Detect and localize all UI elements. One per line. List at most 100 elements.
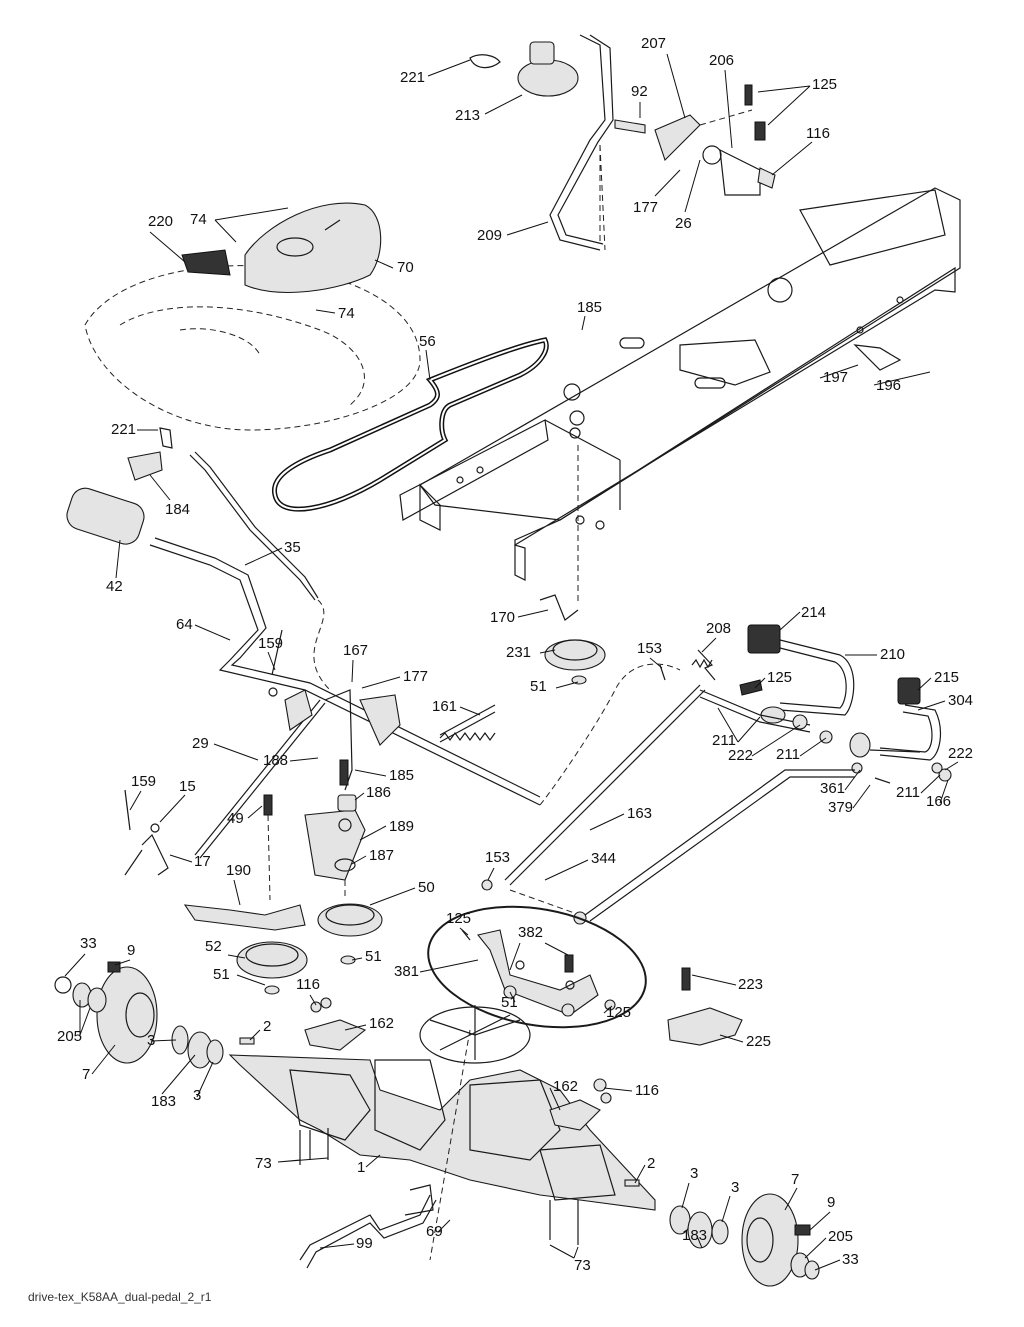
callout-26: 26 <box>675 215 692 232</box>
callout-344: 344 <box>591 850 616 867</box>
callout-153b: 153 <box>485 849 510 866</box>
callout-7a: 7 <box>82 1066 90 1083</box>
callout-125d: 125 <box>606 1004 631 1021</box>
callout-42: 42 <box>106 578 123 595</box>
callout-206: 206 <box>709 52 734 69</box>
callout-221a: 221 <box>400 69 425 86</box>
callout-2a: 2 <box>263 1018 271 1035</box>
callout-166: 166 <box>926 793 951 810</box>
leader-lines <box>64 53 959 1271</box>
callout-177b: 177 <box>403 668 428 685</box>
callout-225: 225 <box>746 1033 771 1050</box>
callout-223: 223 <box>738 976 763 993</box>
callout-9a: 9 <box>127 942 135 959</box>
callout-74a: 74 <box>190 211 207 228</box>
callout-304: 304 <box>948 692 973 709</box>
callout-161: 161 <box>432 698 457 715</box>
callout-210: 210 <box>880 646 905 663</box>
callout-153a: 153 <box>637 640 662 657</box>
callout-162b: 162 <box>553 1078 578 1095</box>
callout-185b: 185 <box>389 767 414 784</box>
callout-183b: 183 <box>682 1227 707 1244</box>
callout-221b: 221 <box>111 421 136 438</box>
wheel-hubs <box>54 961 820 1287</box>
callout-186: 186 <box>366 784 391 801</box>
callout-3b: 3 <box>193 1087 201 1104</box>
callout-92: 92 <box>631 83 648 100</box>
callout-116c: 116 <box>635 1082 659 1099</box>
callout-197: 197 <box>823 369 848 386</box>
callout-116a: 116 <box>806 125 830 142</box>
callout-50: 50 <box>418 879 435 896</box>
callout-35: 35 <box>284 539 301 556</box>
callout-205b: 205 <box>828 1228 853 1245</box>
springs <box>439 658 713 742</box>
callout-170: 170 <box>490 609 515 626</box>
callout-64: 64 <box>176 616 193 633</box>
shift-bracket <box>599 84 776 245</box>
callout-222a: 222 <box>728 747 753 764</box>
callout-177a: 177 <box>633 199 658 216</box>
shift-console <box>181 202 382 293</box>
callout-15: 15 <box>179 778 196 795</box>
callout-51c: 51 <box>213 966 230 983</box>
callout-382: 382 <box>518 924 543 941</box>
fender-outline <box>84 265 421 431</box>
diagram-footer-code: drive-tex_K58AA_dual-pedal_2_r1 <box>28 1290 212 1304</box>
callout-183a: 183 <box>151 1093 176 1110</box>
control-linkage <box>66 427 541 876</box>
callout-159a: 159 <box>258 635 283 652</box>
callout-207: 207 <box>641 35 666 52</box>
callout-231: 231 <box>506 644 531 661</box>
callout-1: 1 <box>357 1159 365 1176</box>
callout-208: 208 <box>706 620 731 637</box>
callout-73b: 73 <box>574 1257 591 1274</box>
callout-125c: 125 <box>446 910 471 927</box>
callout-3d: 3 <box>731 1179 739 1196</box>
callout-3a: 3 <box>147 1032 155 1049</box>
callout-9b: 9 <box>827 1194 835 1211</box>
callout-3c: 3 <box>690 1165 698 1182</box>
callout-361: 361 <box>820 780 845 797</box>
callout-29: 29 <box>192 735 209 752</box>
callout-220: 220 <box>148 213 173 230</box>
transaxle <box>228 997 656 1261</box>
callout-33b: 33 <box>842 1251 859 1268</box>
callout-381: 381 <box>394 963 419 980</box>
callout-205a: 205 <box>57 1028 82 1045</box>
callout-211c: 211 <box>896 784 920 801</box>
callout-51d: 51 <box>501 994 518 1011</box>
callout-17: 17 <box>194 853 211 870</box>
callout-211a: 211 <box>712 732 736 749</box>
callout-52: 52 <box>205 938 222 955</box>
callout-379: 379 <box>828 799 853 816</box>
callout-51a: 51 <box>530 678 547 695</box>
bracket-225 <box>667 967 743 1046</box>
drive-belt <box>272 337 549 512</box>
callout-187: 187 <box>369 847 394 864</box>
pedals <box>659 624 952 784</box>
callout-51b: 51 <box>365 948 382 965</box>
callout-74b: 74 <box>338 305 355 322</box>
callout-125a: 125 <box>812 76 837 93</box>
callout-70: 70 <box>397 259 414 276</box>
callout-215: 215 <box>934 669 959 686</box>
callout-188: 188 <box>263 752 288 769</box>
callout-125b: 125 <box>767 669 792 686</box>
callout-184: 184 <box>165 501 190 518</box>
callout-185a: 185 <box>577 299 602 316</box>
callout-213: 213 <box>455 107 480 124</box>
callout-7b: 7 <box>791 1171 799 1188</box>
callout-2b: 2 <box>647 1155 655 1172</box>
callout-49: 49 <box>227 810 244 827</box>
brake-rods <box>481 663 855 925</box>
chassis-frame <box>399 187 961 581</box>
callout-211b: 211 <box>776 746 800 763</box>
callout-190: 190 <box>226 862 251 879</box>
idler-bracket <box>183 759 366 931</box>
callout-196: 196 <box>876 377 901 394</box>
callout-162a: 162 <box>369 1015 394 1032</box>
callout-222b: 222 <box>948 745 973 762</box>
